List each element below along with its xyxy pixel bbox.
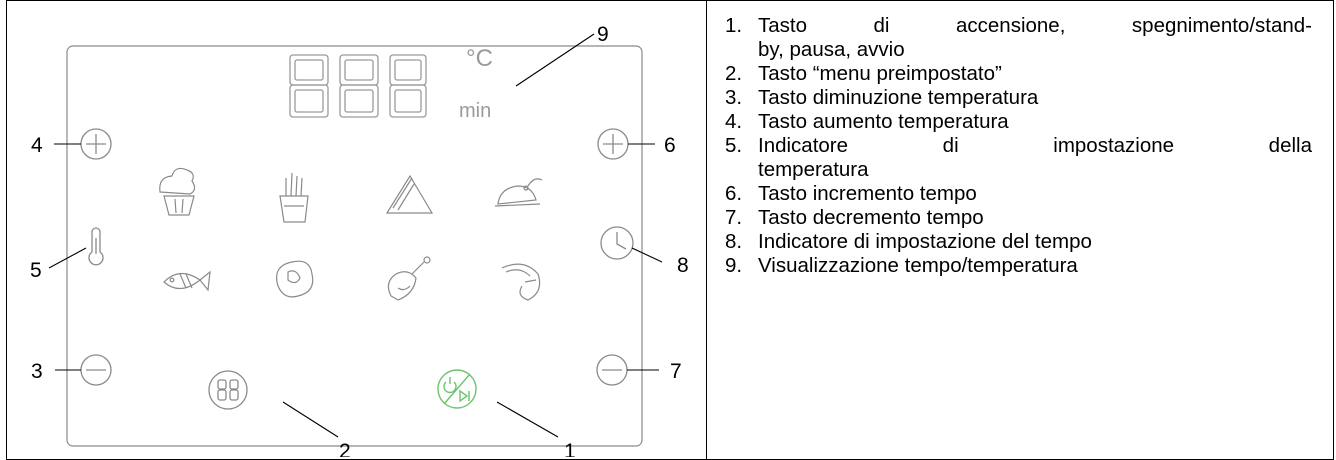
roast-chicken-icon[interactable] bbox=[494, 178, 543, 207]
legend-item-7: 7. Tasto decremento tempo bbox=[712, 206, 1312, 230]
legend-number: 6. bbox=[725, 182, 743, 205]
legend-text: Tasto di accensione, spegnimento/stand- bbox=[758, 14, 1312, 37]
legend-item-6: 6. Tasto incremento tempo bbox=[712, 182, 1312, 206]
column-divider bbox=[706, 0, 707, 460]
legend-item-4: 4. Tasto aumento temperatura bbox=[712, 110, 1312, 134]
power-play-pause-button[interactable] bbox=[437, 369, 477, 409]
fries-icon[interactable] bbox=[279, 172, 309, 223]
legend-text: Tasto diminuzione temperatura bbox=[758, 86, 1039, 109]
pizza-icon[interactable] bbox=[385, 174, 434, 214]
control-panel-diagram: °C min bbox=[30, 23, 689, 457]
legend-text: Tasto aumento temperatura bbox=[758, 110, 1009, 133]
legend-text: Visualizzazione tempo/temperatura bbox=[758, 254, 1078, 277]
legend-list: 1. Tasto di accensione, spegnimento/stan… bbox=[712, 14, 1312, 278]
legend-text: Indicatore di impostazione della bbox=[758, 134, 1312, 157]
legend-item-9: 9. Visualizzazione tempo/temperatura bbox=[712, 254, 1312, 278]
temp-plus-button[interactable] bbox=[80, 128, 112, 160]
digit-2 bbox=[339, 54, 379, 118]
legend-number: 8. bbox=[725, 230, 743, 253]
cupcake-icon[interactable] bbox=[159, 167, 196, 216]
clock-icon bbox=[600, 226, 634, 260]
legend-item-3: 3. Tasto diminuzione temperatura bbox=[712, 86, 1312, 110]
drumstick-icon[interactable] bbox=[387, 256, 431, 301]
menu-88-button[interactable] bbox=[208, 370, 248, 410]
callout-6: 6 bbox=[664, 134, 676, 157]
time-minus-button[interactable] bbox=[596, 354, 628, 386]
legend-number: 4. bbox=[725, 110, 743, 133]
legend-text: Tasto “menu preimpostato” bbox=[758, 62, 1002, 85]
minutes-unit: min bbox=[459, 100, 491, 122]
callout-5: 5 bbox=[30, 259, 42, 282]
legend-item-2: 2. Tasto “menu preimpostato” bbox=[712, 62, 1312, 86]
legend-number: 2. bbox=[725, 62, 743, 85]
callout-1: 1 bbox=[564, 440, 576, 457]
panel-outline bbox=[66, 45, 643, 447]
legend-item-1: 1. Tasto di accensione, spegnimento/stan… bbox=[712, 14, 1312, 62]
callout-4: 4 bbox=[31, 134, 43, 157]
legend-text: Tasto decremento tempo bbox=[758, 206, 984, 229]
legend-text: Indicatore di impostazione del tempo bbox=[758, 230, 1092, 253]
legend-text: Tasto incremento tempo bbox=[758, 182, 977, 205]
seven-segment-display bbox=[289, 54, 427, 118]
legend-number: 1. bbox=[725, 14, 743, 37]
digit-1 bbox=[289, 54, 329, 118]
celsius-unit: °C bbox=[466, 45, 493, 72]
legend-item-8: 8. Indicatore di impostazione del tempo bbox=[712, 230, 1312, 254]
legend-number: 7. bbox=[725, 206, 743, 229]
callout-2: 2 bbox=[339, 440, 351, 457]
temp-minus-button[interactable] bbox=[80, 354, 112, 386]
steak-icon[interactable] bbox=[276, 260, 314, 298]
callout-3: 3 bbox=[31, 360, 43, 383]
legend-text-continued: by, pausa, avvio bbox=[758, 38, 905, 61]
time-plus-button[interactable] bbox=[597, 128, 629, 160]
leader-lines bbox=[48, 33, 663, 438]
thermometer-icon bbox=[88, 227, 104, 266]
callout-7: 7 bbox=[670, 360, 682, 383]
legend-number: 9. bbox=[725, 254, 743, 277]
callout-9: 9 bbox=[597, 23, 609, 46]
shrimp-icon[interactable] bbox=[501, 263, 541, 301]
legend-number: 3. bbox=[725, 86, 743, 109]
legend-number: 5. bbox=[725, 134, 743, 157]
legend-text-continued: temperatura bbox=[758, 158, 869, 181]
callout-8: 8 bbox=[677, 254, 689, 277]
fish-icon[interactable] bbox=[163, 270, 211, 292]
legend-item-5: 5. Indicatore di impostazione della temp… bbox=[712, 134, 1312, 182]
digit-3 bbox=[389, 54, 427, 118]
